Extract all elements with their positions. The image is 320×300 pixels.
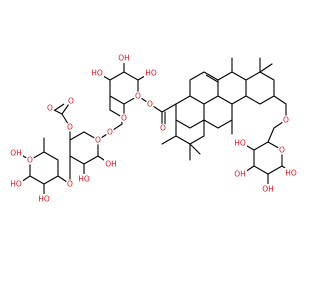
right-sugar-oh-4-label: HO	[284, 168, 298, 178]
atom-sugar-upper-oh-3: HO	[145, 69, 157, 78]
atom-sugar-upper-oh-2: OH	[118, 54, 130, 63]
atom-sugar-upper-oh-1: HO	[91, 69, 103, 78]
atom-right-sugar-glyco-o: O	[283, 116, 289, 125]
sugar-mid-glyco-o-label: O	[105, 127, 115, 137]
sugar-upper-oh-1-label: HO	[90, 68, 104, 78]
atom-sugar-upper-ring-o: O	[135, 92, 141, 101]
atom-ester-link-o: O	[121, 114, 127, 123]
sugar-mid-oh-2-label: OH	[104, 159, 118, 169]
atom-ester-carbonyl-o: O	[160, 124, 166, 133]
atom-labels: O O O O OH HO HO O	[9, 53, 298, 204]
molecule-svg: O O O O OH HO HO O	[9, 53, 298, 204]
atom-sugar-left-oh-2: HO	[10, 180, 22, 189]
ester-o-label: O	[145, 99, 155, 109]
atom-sugar-mid-oh-3: O	[67, 123, 73, 132]
right-sugar-oh-2-label: OH	[233, 169, 247, 179]
sugar-mid-oh-3-label: O	[65, 122, 75, 132]
acetyl-ring-o-label: O	[66, 96, 76, 106]
sugar-upper-ring-o-label: O	[133, 91, 143, 101]
sugar-left-oh-2-label: HO	[9, 179, 23, 189]
atom-acetyl-carbonyl-o: O	[47, 104, 53, 113]
acetyl-carbonyl-o-label: O	[45, 103, 55, 113]
ester-link-o-label: O	[119, 113, 129, 123]
atom-acetyl-ring-o: O	[68, 97, 74, 106]
atom-sugar-left-link-o: O	[67, 180, 73, 189]
sugar-left-ring-o-label: O	[25, 155, 35, 165]
atom-sugar-mid-oh-2: OH	[105, 160, 117, 169]
sugar-left-oh-3-label: HO	[37, 194, 51, 204]
atom-ester-o: O	[147, 100, 153, 109]
atom-right-sugar-oh-2: OH	[234, 170, 246, 179]
sugar-upper-oh-3-label: HO	[144, 68, 158, 78]
atom-right-sugar-ring-o: O	[279, 146, 285, 155]
sugar-left-link-o-label: O	[65, 179, 75, 189]
ester-carbonyl-o-label: O	[158, 123, 168, 133]
bond-skeleton	[17, 57, 293, 199]
atom-sugar-mid-glyco-o: O	[107, 128, 113, 137]
right-sugar-glyco-o-label: O	[281, 115, 291, 125]
structure-diagram: O O O O OH HO HO O	[9, 53, 298, 204]
sugar-upper-oh-2-label: OH	[117, 53, 131, 63]
atom-right-sugar-oh-1: HO	[234, 139, 246, 148]
atom-right-sugar-oh-3: OH	[262, 185, 274, 194]
right-sugar-ring-o-label: O	[277, 145, 287, 155]
sugar-mid-ring-o-label: O	[93, 135, 103, 145]
sugar-mid-oh-1-label: HO	[77, 174, 91, 184]
sugar-left-oh-1-label: OH	[9, 148, 23, 158]
atom-sugar-mid-ring-o: O	[95, 136, 101, 145]
atom-sugar-left-oh-1: OH	[10, 149, 22, 158]
atom-sugar-left-ring-o: O	[27, 156, 33, 165]
right-sugar-oh-1-label: HO	[233, 138, 247, 148]
atom-sugar-left-oh-3: HO	[38, 195, 50, 204]
right-sugar-oh-3-label: OH	[261, 184, 275, 194]
atom-sugar-mid-oh-1: HO	[78, 175, 90, 184]
atom-right-sugar-oh-4: HO	[285, 169, 297, 178]
